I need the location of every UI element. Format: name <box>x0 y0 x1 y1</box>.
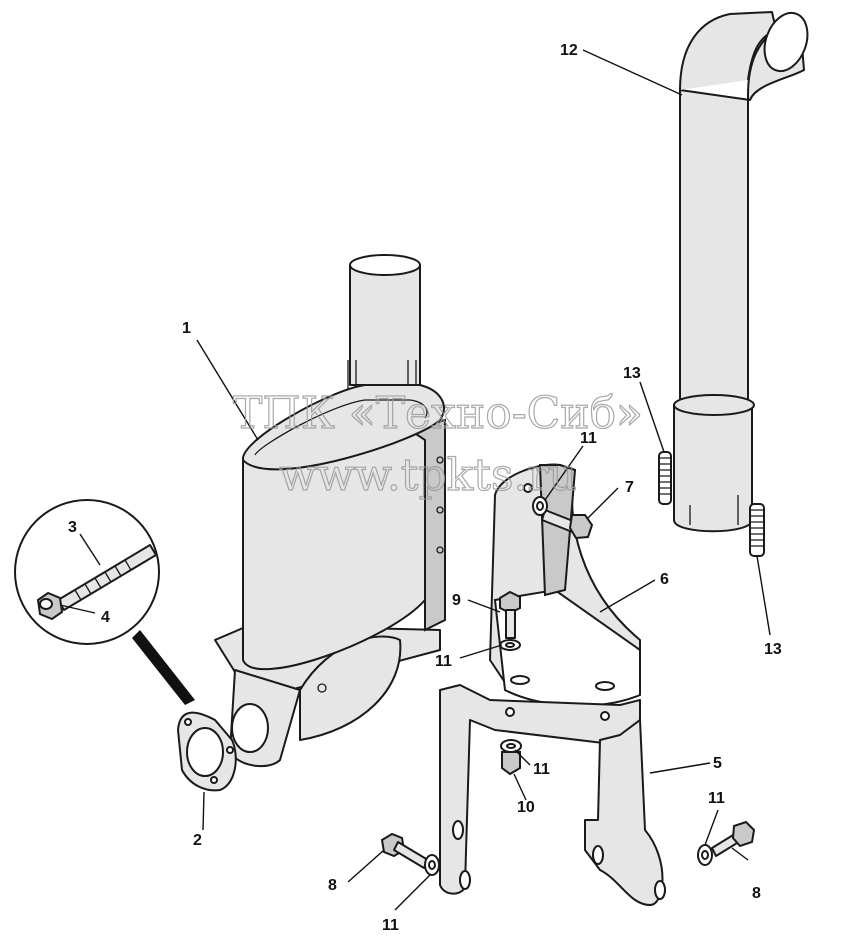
detail-view-stud-nut <box>14 499 195 705</box>
spring-part-13-right <box>749 503 765 557</box>
washer-part-11-nut <box>500 739 522 753</box>
callout-13-lower: 13 <box>764 641 782 658</box>
callout-7: 7 <box>625 479 634 496</box>
washer-part-11-middle <box>499 639 521 651</box>
callout-11-nut: 11 <box>533 761 550 778</box>
bracket-part-5 <box>439 684 666 906</box>
spring-part-13-left <box>658 451 672 505</box>
callout-10: 10 <box>517 799 535 816</box>
callout-1: 1 <box>182 320 191 337</box>
callout-11-upper: 11 <box>580 430 597 447</box>
callout-8-right: 8 <box>752 885 761 902</box>
callout-6: 6 <box>660 571 669 588</box>
callout-5: 5 <box>713 755 722 772</box>
leader-lines <box>59 49 771 911</box>
callout-11-middle: 11 <box>435 653 452 670</box>
callout-13-upper: 13 <box>623 365 641 382</box>
watermark-url: www.tpkts.ru <box>279 450 577 501</box>
bolt-part-7 <box>541 509 594 540</box>
washer-part-11-lower-right <box>697 844 713 866</box>
callout-9: 9 <box>452 592 461 609</box>
washer-part-11-lower-left <box>424 854 440 876</box>
callout-labels: 1 2 3 4 5 6 7 8 8 9 10 11 11 11 11 11 12… <box>68 42 782 934</box>
washer-part-11-upper <box>532 496 548 516</box>
callout-12: 12 <box>560 42 578 59</box>
callout-2: 2 <box>193 832 202 849</box>
callout-11-lower-right: 11 <box>708 790 725 807</box>
callout-8-left: 8 <box>328 877 337 894</box>
watermark: ТПК «Техно-Сиб» www.tpkts.ru <box>232 387 643 501</box>
exhaust-pipe-part-12 <box>673 11 809 533</box>
bolt-part-8-right <box>711 820 756 857</box>
callout-4: 4 <box>101 609 110 626</box>
bolt-part-8-left <box>380 832 429 869</box>
bolt-part-9 <box>499 590 521 639</box>
watermark-company: ТПК «Техно-Сиб» <box>233 388 643 439</box>
nut-part-10 <box>501 751 521 776</box>
gasket-part-2 <box>177 711 237 792</box>
muffler-part-1 <box>214 254 446 768</box>
callout-11-lower-left: 11 <box>382 917 399 934</box>
callout-3: 3 <box>68 519 77 536</box>
